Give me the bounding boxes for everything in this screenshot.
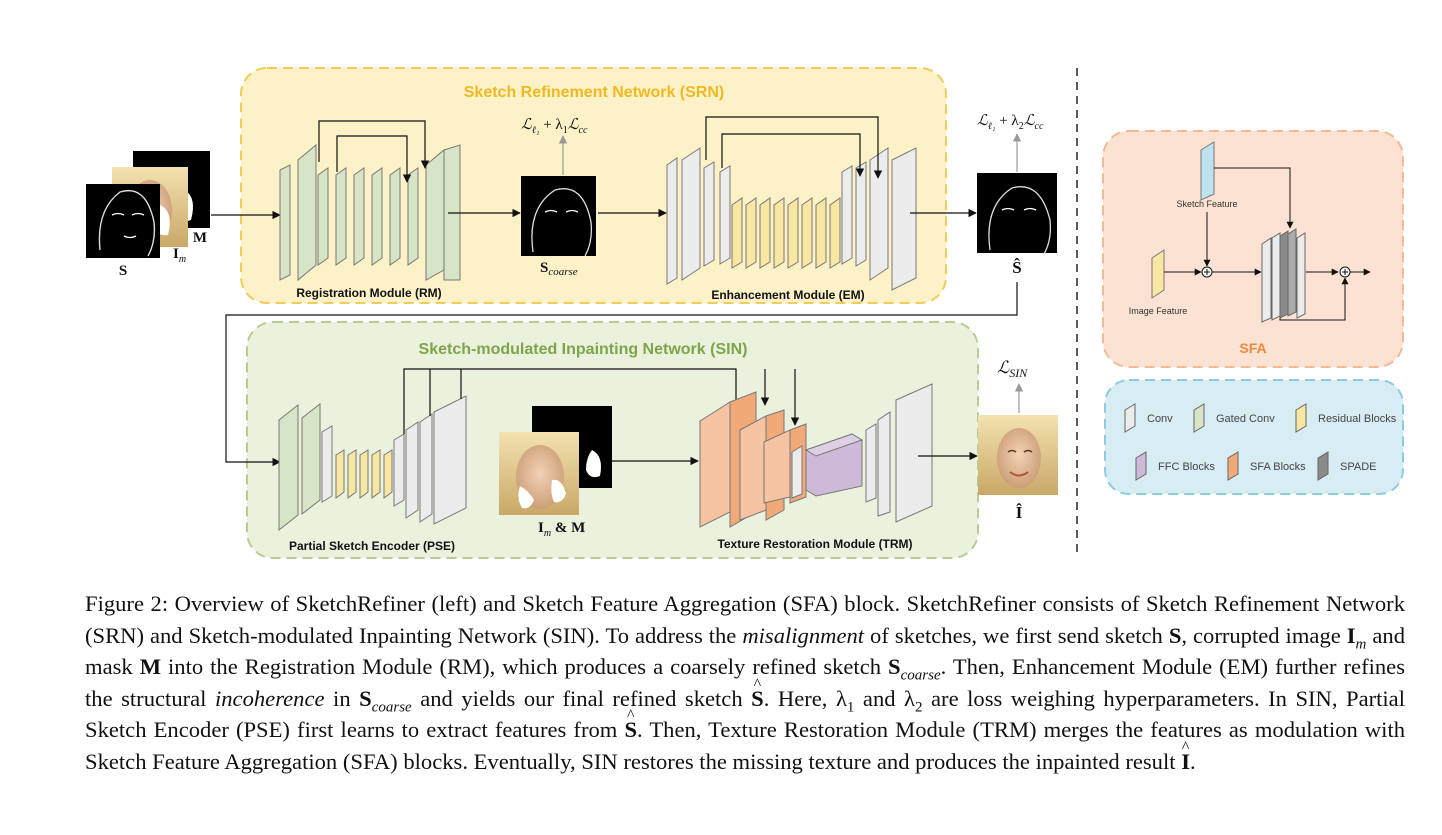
figure-caption: Figure 2: Overview of SketchRefiner (lef… — [85, 588, 1405, 778]
legend-label: Gated Conv — [1216, 413, 1275, 425]
sfa-residual — [1279, 277, 1349, 321]
loss2-label: ℒℓ₁ + λ2ℒcc — [977, 113, 1044, 132]
caption-sub-coarse: coarse — [900, 667, 941, 684]
caption-sub-coarse: coarse — [371, 699, 412, 716]
caption-text: Figure 2: Overview of SketchRefiner (lef… — [85, 591, 1405, 648]
rm-label: Registration Module (RM) — [296, 286, 441, 300]
caption-text: are loss weighing hyperparameters. In SI… — [85, 685, 1405, 743]
arrow-refined-pse — [225, 282, 1018, 467]
sfa-block-stack — [1261, 228, 1306, 323]
pse-label: Partial Sketch Encoder (PSE) — [289, 539, 455, 553]
caption-text: . Then, Texture Restoration Module (TRM)… — [85, 717, 1406, 774]
sfa-sum-2-cross — [1342, 269, 1348, 275]
caption-symbol-s: S — [359, 685, 372, 711]
pse-feature-1 — [403, 368, 741, 434]
sfa-title: SFA — [1239, 340, 1266, 356]
refined-label: Ŝ — [1012, 258, 1021, 277]
legend-label: Conv — [1147, 413, 1173, 425]
legend-swatch-icon — [1295, 403, 1307, 433]
legend-label: Residual Blocks — [1318, 413, 1397, 425]
architecture-figure: Sketch Refinement Network (SRN) Sketch-m… — [86, 67, 1404, 559]
texture-restoration-module — [699, 383, 933, 528]
label-m: M — [193, 230, 207, 246]
caption-text: and mask — [85, 622, 1405, 680]
rm-skip-inner — [336, 135, 412, 183]
caption-text: . — [1189, 748, 1196, 774]
legend-swatch-icon — [1227, 451, 1239, 481]
caption-symbol-s-hat: S — [624, 701, 637, 746]
srn-title: Sketch Refinement Network (SRN) — [464, 84, 725, 101]
caption-symbol-m: M — [139, 654, 162, 680]
em-skip-inner — [721, 133, 865, 177]
legend-swatch-icon — [1193, 403, 1205, 433]
caption-text: . Here, λ — [763, 685, 847, 711]
caption-symbol-s-hat: S — [751, 669, 764, 715]
output-label: Î — [1016, 503, 1023, 522]
legend-panel — [1104, 379, 1404, 495]
caption-symbol-s: S — [888, 654, 901, 680]
caption-text: of sketches, we first send sketch — [864, 622, 1169, 648]
partial-sketch-encoder — [278, 395, 467, 532]
input-sketch-image — [86, 184, 160, 258]
caption-text: and λ — [854, 685, 916, 711]
em-label: Enhancement Module (EM) — [711, 288, 864, 302]
caption-sub-m: m — [1355, 636, 1367, 653]
sfa-sum-1-cross — [1204, 269, 1210, 275]
sin-corrupted-image — [499, 432, 579, 515]
im-m-label: Im & M — [538, 520, 585, 539]
coarse-sketch-image — [521, 176, 596, 257]
caption-emph-misalignment: misalignment — [742, 622, 865, 648]
caption-emph-incoherence: incoherence — [214, 685, 325, 711]
output-image — [978, 415, 1058, 495]
sin-title: Sketch-modulated Inpainting Network (SIN… — [419, 341, 748, 358]
caption-text: , corrupted image — [1181, 622, 1347, 648]
loss-sin-label: ℒSIN — [997, 358, 1028, 380]
legend-swatch-icon — [1317, 451, 1329, 481]
caption-sub-2: 2 — [915, 699, 923, 716]
refined-sketch-image — [977, 173, 1057, 255]
caption-symbol-s: S — [1168, 622, 1182, 648]
image-feature-label: Image Feature — [1129, 306, 1188, 316]
caption-sub-1: 1 — [846, 699, 855, 716]
legend-label: SPADE — [1340, 461, 1376, 473]
legend-label: SFA Blocks — [1250, 461, 1306, 473]
trm-label: Texture Restoration Module (TRM) — [717, 537, 912, 551]
sketch-feature-icon — [1200, 141, 1215, 201]
caption-symbol-i: I — [1346, 622, 1356, 648]
enhancement-module — [666, 147, 917, 291]
label-im: Im — [173, 246, 186, 265]
em-skip-outer — [705, 116, 883, 179]
legend-swatch-icon — [1135, 451, 1147, 481]
sfa-panel — [1102, 130, 1404, 368]
caption-text: in — [324, 685, 360, 711]
legend-swatch-icon — [1124, 403, 1136, 433]
caption-symbol-i-hat: I — [1181, 732, 1190, 778]
legend-label: FFC Blocks — [1158, 461, 1215, 473]
image-feature-icon — [1151, 249, 1165, 299]
caption-text: into the Registration Module (RM), which… — [161, 654, 889, 680]
label-s: S — [119, 263, 127, 279]
sketch-feature-label: Sketch Feature — [1176, 199, 1237, 209]
caption-text: . Then, Enhancement Module (EM) further … — [85, 654, 1405, 711]
sfa-arrow-sketch-spade — [1214, 167, 1294, 229]
caption-text: and yields our final refined sketch — [411, 685, 752, 711]
rm-skip-outer — [318, 120, 430, 169]
coarse-label: Scoarse — [540, 260, 578, 278]
